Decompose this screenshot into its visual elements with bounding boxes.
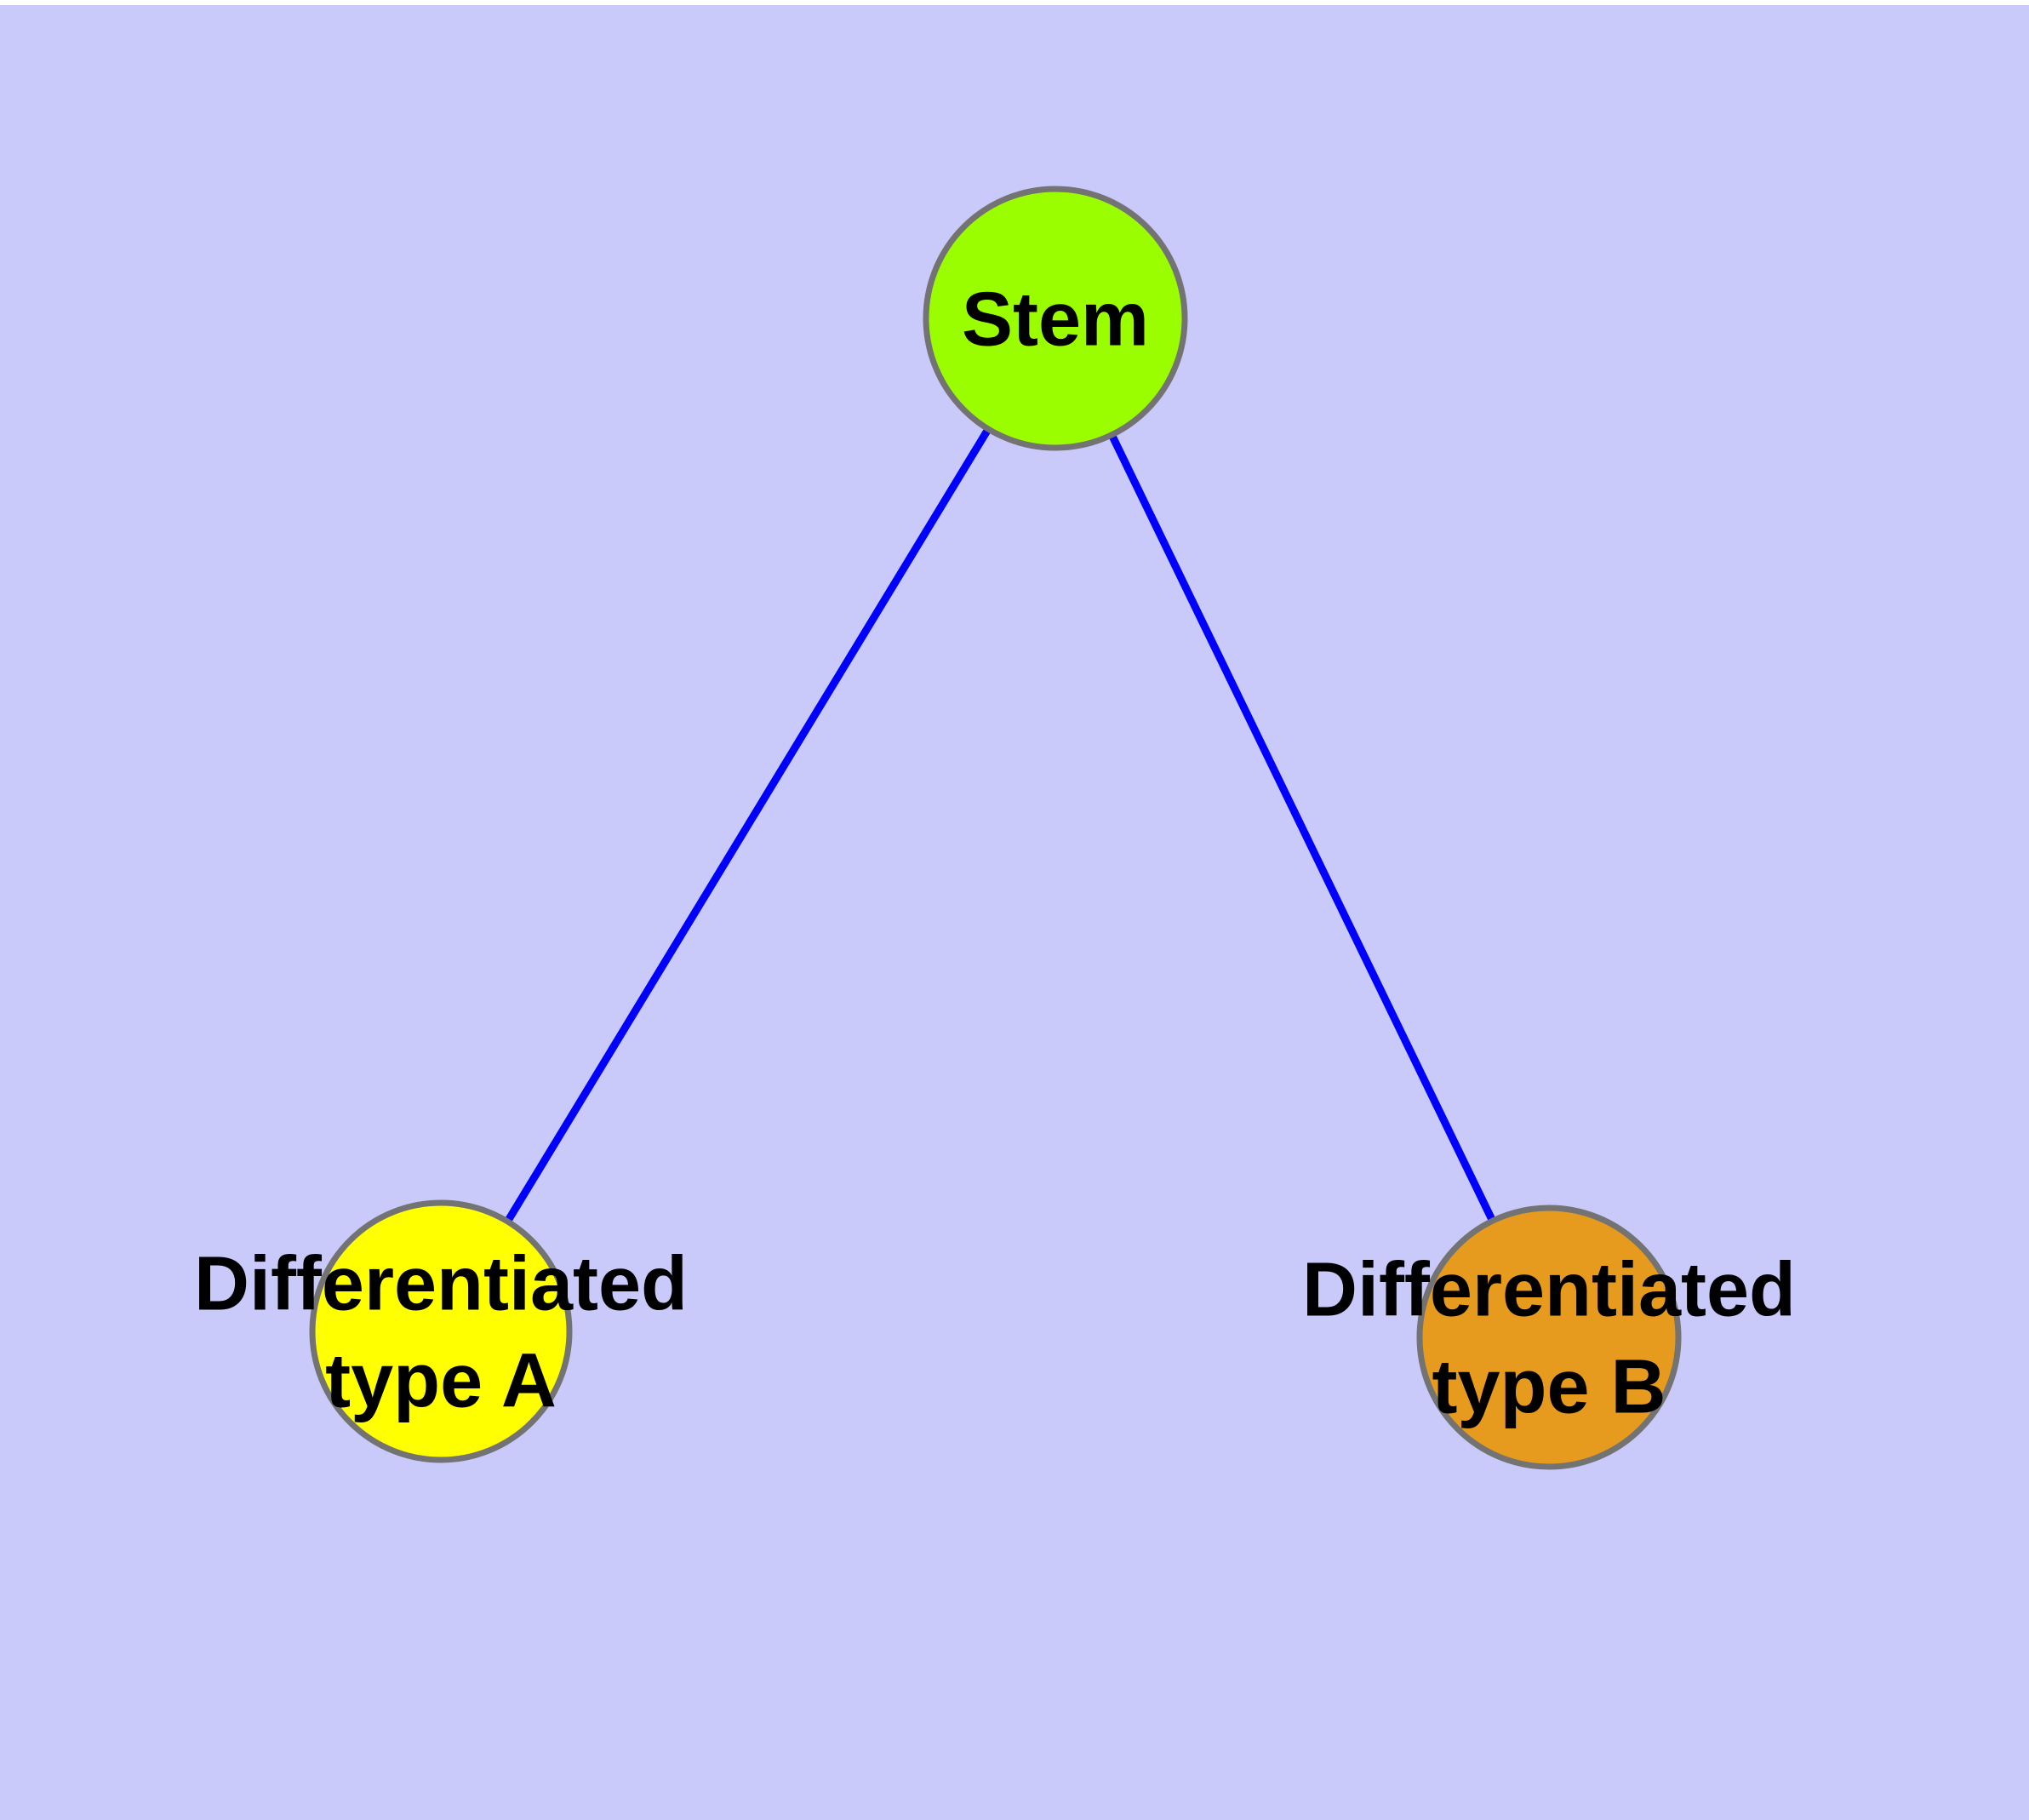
edge-stem-to-differentiated-type-b <box>1051 317 1553 1339</box>
node-differentiated-type-a[interactable] <box>309 1199 573 1463</box>
node-circle-differentiated-type-b[interactable] <box>1416 1205 1682 1470</box>
node-stem[interactable] <box>923 186 1188 451</box>
node-circle-differentiated-type-a[interactable] <box>309 1199 573 1463</box>
node-circle-stem[interactable] <box>923 186 1188 451</box>
top-margin-strip <box>0 0 2029 5</box>
edge-stem-to-differentiated-type-a <box>437 316 1059 1334</box>
node-label-stem: Stem <box>962 278 1149 363</box>
node-differentiated-type-b[interactable] <box>1416 1205 1682 1470</box>
